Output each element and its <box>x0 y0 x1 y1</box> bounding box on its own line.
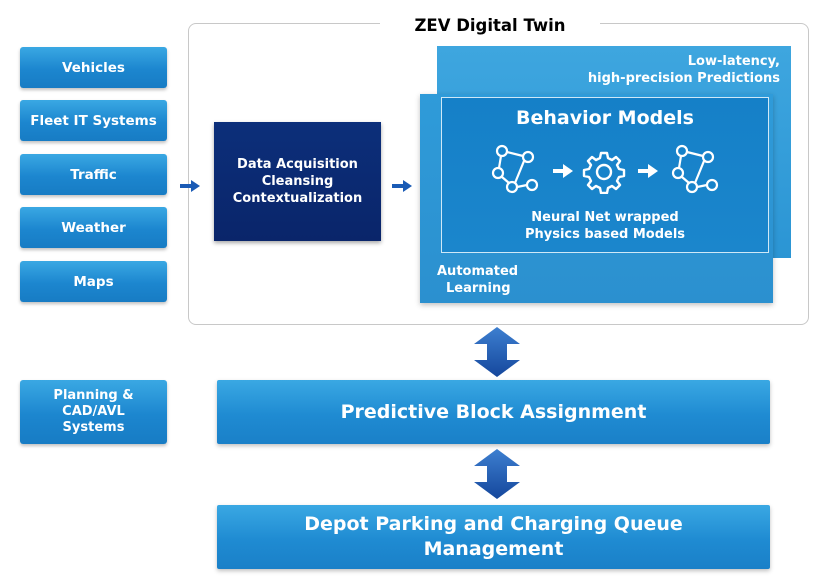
arrow-right-icon <box>392 180 412 192</box>
depot-line: Management <box>423 538 564 560</box>
planning-line: Systems <box>62 420 125 435</box>
double-arrow-icon <box>474 449 520 499</box>
behavior-models-title: Behavior Models <box>516 107 694 129</box>
behavior-models-line: Physics based Models <box>524 227 686 242</box>
behavior-models-panel[interactable] <box>441 97 769 253</box>
source-maps[interactable]: Maps <box>20 261 167 302</box>
block-assignment-label: Predictive Block Assignment <box>340 401 647 423</box>
source-weather[interactable]: Weather <box>20 207 167 248</box>
gear-icon <box>582 151 626 194</box>
source-label: Maps <box>73 273 114 290</box>
double-arrow-icon <box>474 327 520 377</box>
network-icon <box>491 144 539 194</box>
predictive-block-assignment-box[interactable]: Predictive Block Assignment <box>217 380 770 444</box>
arrow-right-icon <box>180 180 200 192</box>
automated-learning-line: Automated <box>437 264 519 279</box>
acquisition-line: Data Acquisition <box>237 157 358 172</box>
acquisition-line: Contextualization <box>232 191 363 206</box>
planning-line: CAD/AVL <box>62 404 125 419</box>
source-fleet-it-systems[interactable]: Fleet IT Systems <box>20 100 167 141</box>
acquisition-line: Cleansing <box>261 174 334 189</box>
arrow-right-icon <box>638 164 658 178</box>
planning-cad-avl-box[interactable]: Planning & CAD/AVL Systems <box>20 380 167 444</box>
behavior-models-subtitle: Neural Net wrapped Physics based Models <box>441 209 769 243</box>
arrow-right-icon <box>553 164 573 178</box>
depot-parking-charging-box[interactable]: Depot Parking and Charging Queue Managem… <box>217 505 770 569</box>
source-label: Weather <box>61 219 126 236</box>
network-icon <box>671 144 719 194</box>
automated-learning-label: Automated Learning <box>437 263 518 297</box>
source-vehicles[interactable]: Vehicles <box>20 47 167 88</box>
source-label: Fleet IT Systems <box>30 112 157 129</box>
planning-line: Planning & <box>53 388 134 403</box>
depot-line: Depot Parking and Charging Queue <box>304 513 683 535</box>
automated-learning-line: Learning <box>446 281 511 296</box>
source-traffic[interactable]: Traffic <box>20 154 167 195</box>
behavior-models-line: Neural Net wrapped <box>531 210 679 225</box>
diagram-title: ZEV Digital Twin <box>380 13 600 37</box>
predictions-line: Low-latency, <box>687 54 780 69</box>
data-acquisition-box[interactable]: Data Acquisition Cleansing Contextualiza… <box>214 122 381 241</box>
source-label: Vehicles <box>62 59 125 76</box>
predictions-label: Low-latency, high-precision Predictions <box>540 53 780 87</box>
source-label: Traffic <box>70 166 117 183</box>
predictions-line: high-precision Predictions <box>587 71 780 86</box>
